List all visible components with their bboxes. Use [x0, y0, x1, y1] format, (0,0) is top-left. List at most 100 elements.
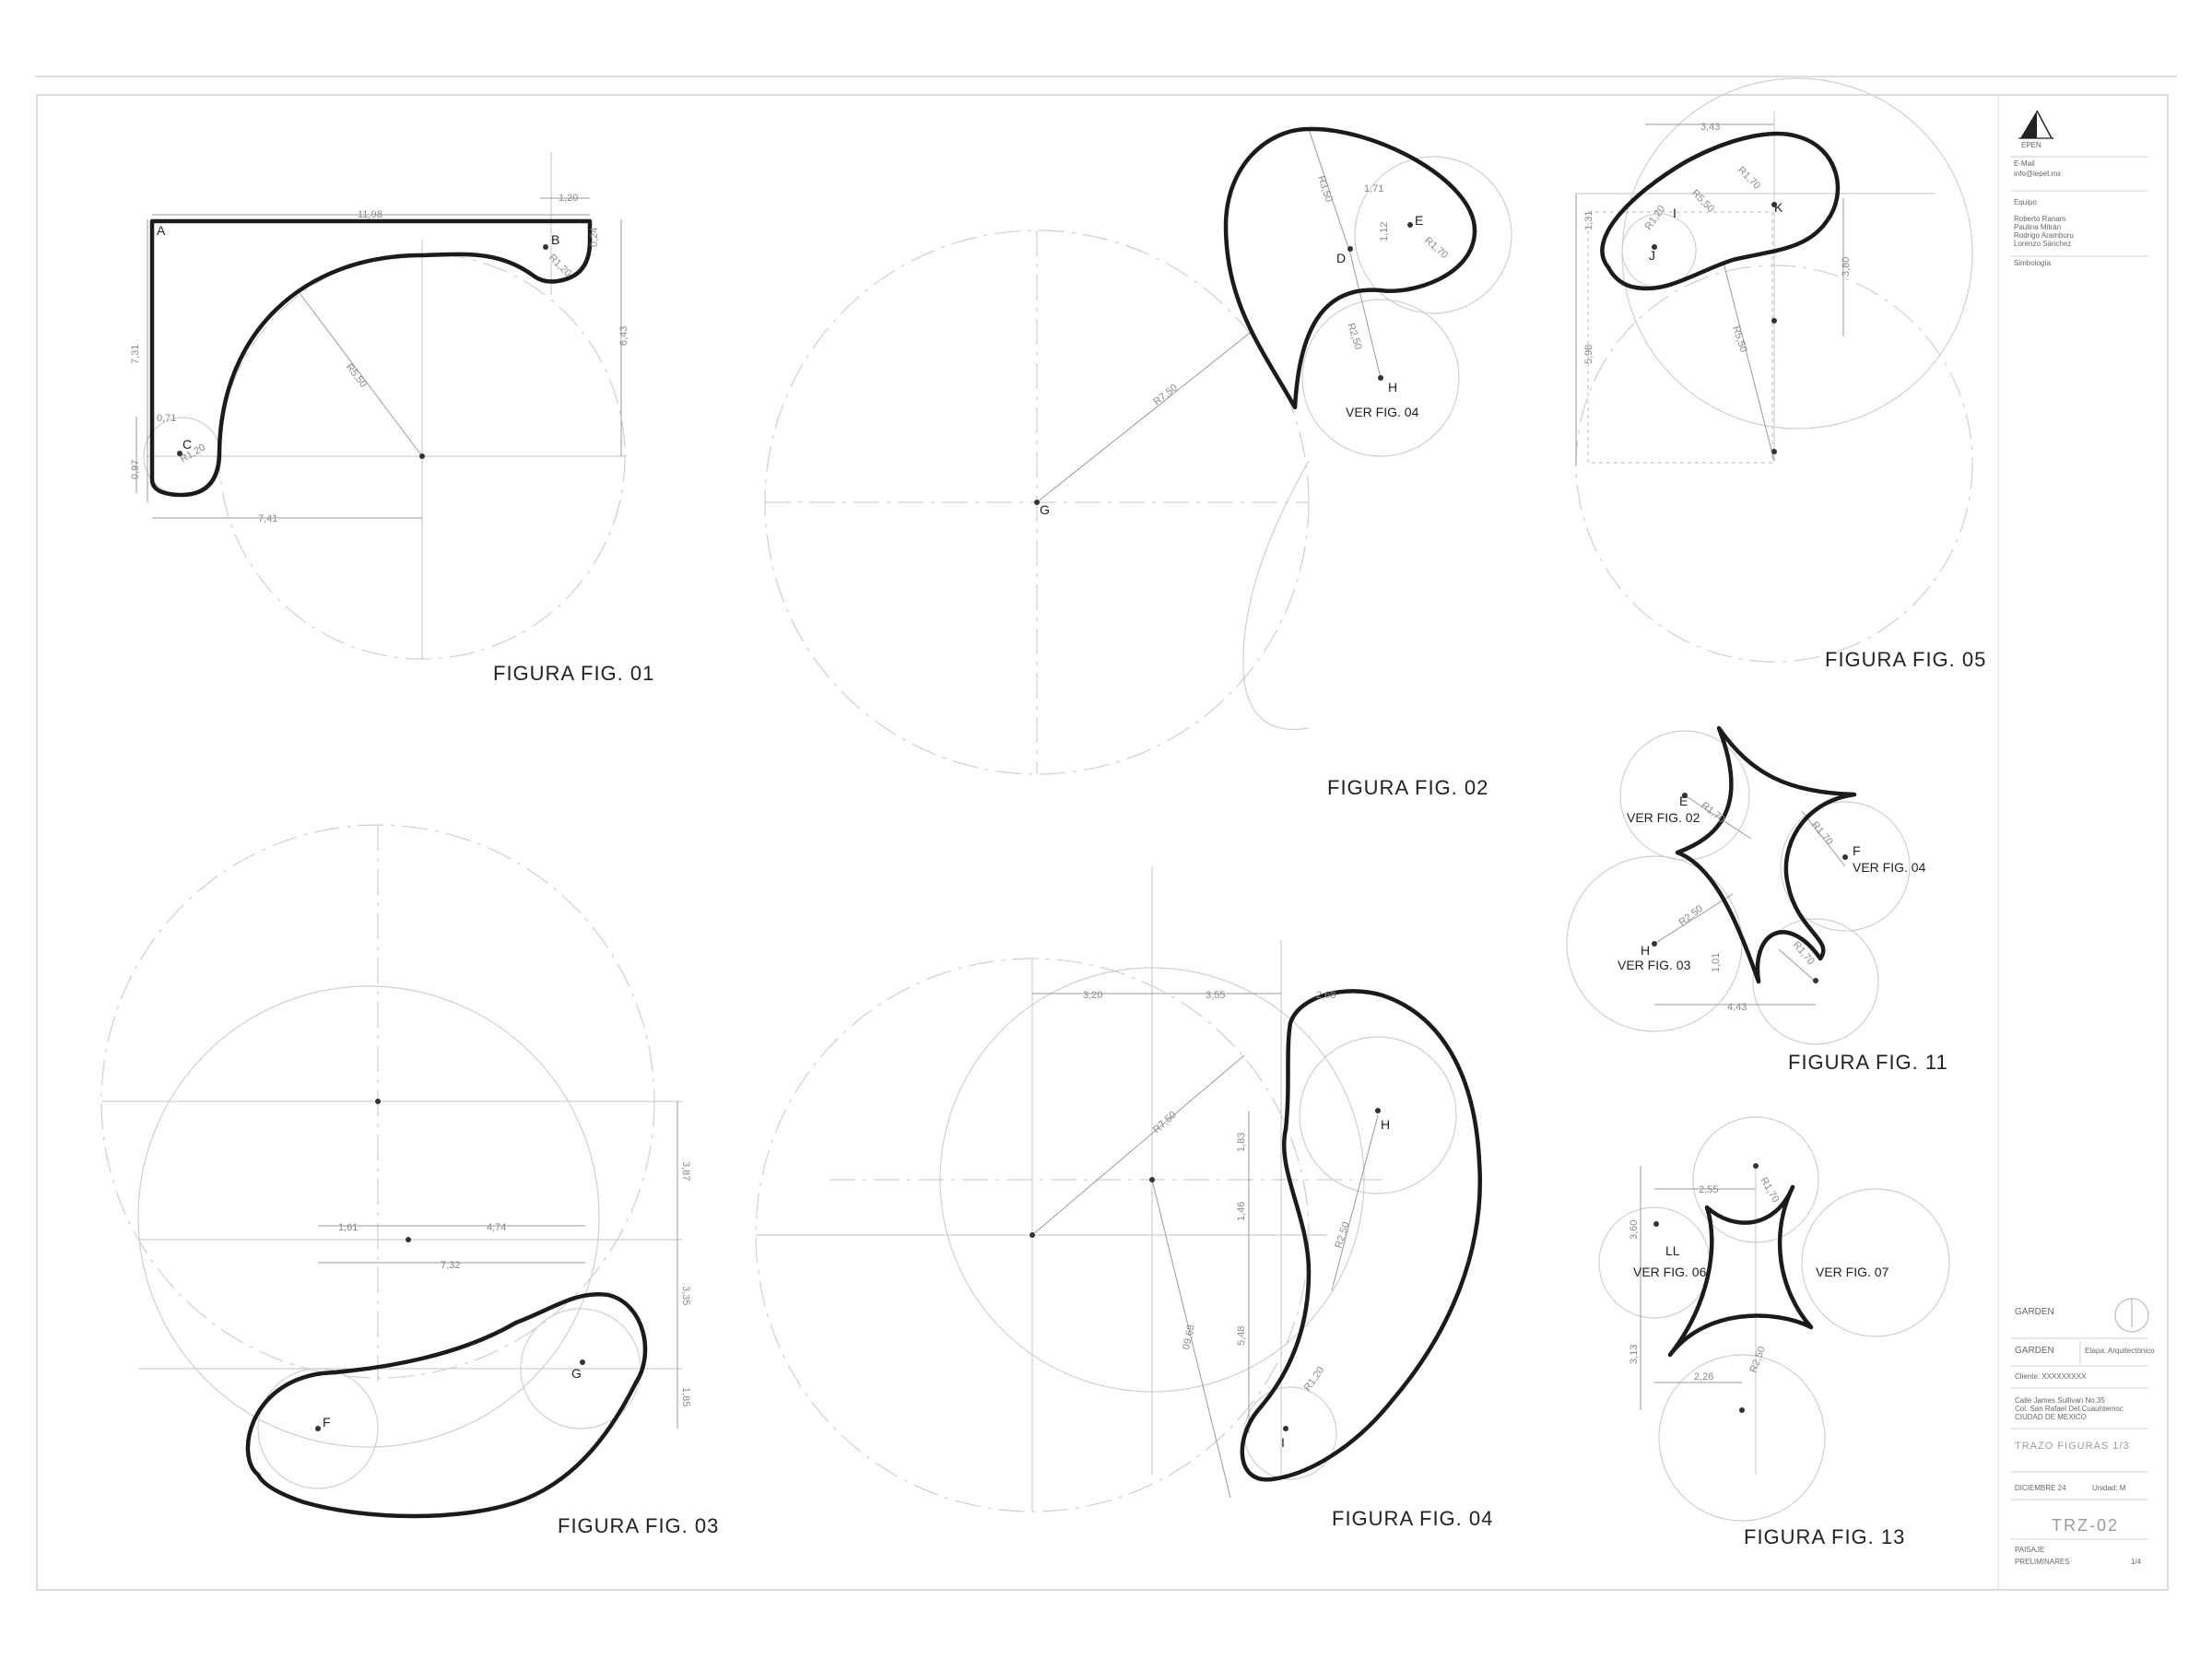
dim-label: R1,70: [1699, 800, 1727, 826]
dim-label: R3,50: [1315, 174, 1334, 204]
dim-label: 11,98: [358, 209, 382, 220]
ref-note: VER FIG. 02: [1627, 810, 1700, 825]
discipline: PAISAJE: [2015, 1546, 2044, 1554]
dim-label: 09,68: [1181, 1324, 1196, 1350]
figure-04: H I 3,20 3,55 2,68 R7,50 1,83 1,46 5,48 …: [755, 866, 1493, 1530]
dim-label: R2,50: [1333, 1220, 1351, 1250]
team-member: Roberto Ranam: [2014, 215, 2066, 223]
dim-label: 7,41: [258, 513, 277, 524]
dim-label: 3,35: [680, 1286, 691, 1305]
point-label: D: [1336, 251, 1346, 265]
figure-caption: FIGURA FIG. 11: [1788, 1051, 1948, 1074]
dim-label: 3,60: [1629, 1220, 1640, 1240]
company-logo: EPEN: [2018, 110, 2053, 149]
dim-label: R2,50: [1748, 1345, 1768, 1374]
figure-caption: FIGURA FIG. 01: [493, 662, 654, 685]
company-name: EPEN: [2021, 141, 2041, 149]
dim-label: R1,70: [1735, 165, 1762, 192]
dim-label: 1,46: [1236, 1202, 1247, 1221]
point-label: F: [1853, 843, 1861, 858]
dim-label: 3,43: [1700, 122, 1720, 133]
title-block: EPEN E-Mail info@lepet.mx Equipo Roberto…: [2011, 110, 2155, 1566]
ref-note: VER FIG. 04: [1853, 860, 1926, 875]
point-label: K: [1774, 200, 1783, 215]
dim-label: 2,26: [1694, 1371, 1713, 1382]
figure-caption: FIGURA FIG. 02: [1327, 776, 1488, 799]
ref-note: VER FIG. 03: [1618, 958, 1691, 972]
team-member: Lorenzo Sánchez: [2014, 240, 2071, 248]
dim-label: R1,70: [1758, 1176, 1781, 1205]
dim-label: 1,12: [1379, 222, 1390, 241]
dim-label: 5,48: [1236, 1326, 1247, 1346]
stage: Etapa: Arquitectónico: [2085, 1347, 2155, 1355]
dim-label: 1,31: [1583, 211, 1594, 230]
point-label: G: [1040, 502, 1050, 517]
dim-label: 4,74: [487, 1222, 506, 1233]
point-label: F: [323, 1415, 331, 1430]
dim-label: 3,55: [1206, 990, 1225, 1001]
symbology-label: Simbología: [2014, 259, 2052, 267]
dim-label: 3,80: [1841, 257, 1852, 276]
team-member: Paulina Mitrán: [2014, 223, 2061, 231]
figure-caption: FIGURA FIG. 04: [1332, 1507, 1493, 1530]
figure-caption: FIGURA FIG. 13: [1744, 1525, 1905, 1548]
point-label: H: [1381, 1117, 1390, 1132]
dim-label: R1,20: [1643, 204, 1668, 232]
project-title: GARDEN: [2015, 1346, 2054, 1356]
dim-label: 1,83: [1236, 1133, 1247, 1152]
point-label: A: [157, 223, 166, 238]
dim-label: R1,70: [1809, 819, 1835, 847]
dim-label: R7,50: [1151, 382, 1180, 408]
dim-label: 1,61: [338, 1222, 358, 1233]
point-label: I: [1281, 1435, 1285, 1450]
ref-note: VER FIG. 04: [1346, 405, 1419, 419]
figure-01: A B C 11,98 1,20 7,31 6,43 R5,50 R1,20 R…: [130, 152, 654, 685]
address-line: Col. San Rafael Del.Cuauhtemoc: [2015, 1405, 2124, 1413]
point-label: G: [571, 1366, 582, 1381]
drawing-title: TRAZO FIGURAS 1/3: [2015, 1441, 2130, 1452]
dim-label: 7,32: [441, 1260, 460, 1271]
dim-label: 2,68: [1316, 990, 1335, 1001]
point-label: LL: [1665, 1243, 1680, 1258]
dim-label: 1,20: [559, 193, 578, 204]
figure-caption: FIGURA FIG. 03: [558, 1514, 719, 1537]
dim-label: 3,20: [1083, 990, 1102, 1001]
point-label: J: [1649, 248, 1655, 263]
address-line: CIUDAD DE MEXICO: [2015, 1413, 2087, 1421]
team-label: Equipo: [2014, 198, 2037, 206]
dim-label: R2,50: [1677, 903, 1705, 929]
drawing-code: TRZ-02: [2052, 1516, 2119, 1535]
ref-note: VER FIG. 06: [1633, 1265, 1707, 1279]
dim-label: 3,13: [1629, 1345, 1640, 1364]
dim-label: 5,98: [1583, 345, 1594, 364]
point-label: B: [551, 232, 559, 247]
team-member: Rodrigo Aramburu: [2014, 231, 2074, 240]
email-label: E-Mail: [2014, 159, 2035, 168]
dim-label: 0,97: [130, 460, 141, 479]
dim-label: R7,50: [1151, 1110, 1179, 1136]
dim-label: R5,50: [344, 361, 370, 390]
figure-11: E F H VER FIG. 02 VER FIG. 04 VER FIG. 0…: [1566, 725, 1948, 1074]
dim-label: 4,43: [1727, 1002, 1747, 1013]
dim-label: 0,71: [157, 413, 176, 424]
dim-label: 1,71: [1364, 183, 1383, 194]
dim-label: 1,01: [1711, 953, 1722, 972]
dim-label: R1,20: [547, 253, 573, 279]
figure-03: F G 1,61 4,74 7,32 3,87 3,35 1,85 FIGURA…: [100, 824, 719, 1537]
dim-label: 0,24: [589, 228, 600, 247]
sheet-border: [36, 94, 2169, 1591]
point-label: C: [182, 437, 192, 452]
point-label: H: [1388, 380, 1397, 394]
address-line: Calle James Sullivan No.35: [2015, 1396, 2105, 1405]
point-label: E: [1415, 213, 1423, 228]
project-name: GARDEN: [2015, 1307, 2054, 1317]
dim-label: R5,50: [1689, 188, 1716, 215]
dim-label: 2,55: [1699, 1184, 1718, 1195]
date: DICIEMBRE 24: [2015, 1484, 2066, 1492]
client: Cliente: XXXXXXXXX: [2015, 1372, 2087, 1381]
figure-05: I J K 3,43 R1,70 R5,50 R1,20 R5,50 1,31 …: [1575, 77, 1985, 671]
dim-label: 6,43: [618, 326, 629, 346]
point-label: H: [1641, 943, 1650, 958]
point-label: I: [1673, 206, 1677, 220]
